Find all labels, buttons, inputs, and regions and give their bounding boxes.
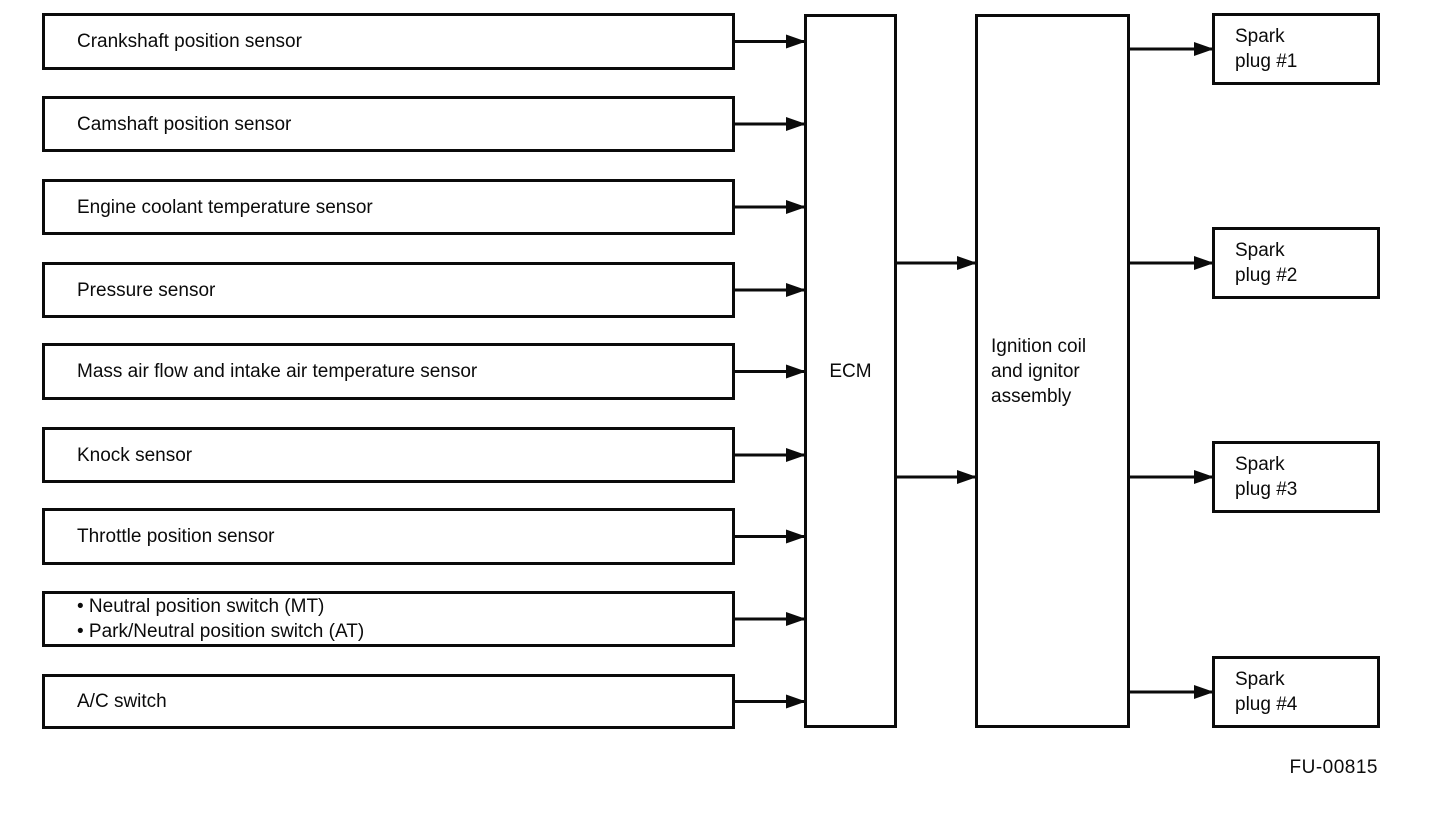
node-label: Spark plug #3	[1235, 454, 1298, 500]
node-spark-plug-3: Spark plug #3	[1212, 441, 1380, 513]
node-camshaft-position-sensor: Camshaft position sensor	[42, 96, 735, 152]
node-label: Spark plug #2	[1235, 240, 1298, 286]
node-label: A/C switch	[77, 691, 167, 712]
node-label: Camshaft position sensor	[77, 113, 292, 135]
node-label: Mass air flow and intake air temperature…	[77, 361, 478, 382]
node-label: Pressure sensor	[77, 279, 216, 301]
node-ecm: ECM	[804, 14, 897, 728]
node-label: Ignition coil and ignitor assembly	[991, 335, 1087, 407]
node-spark-plug-1: Spark plug #1	[1212, 13, 1380, 85]
node-crankshaft-position-sensor: Crankshaft position sensor	[42, 13, 735, 70]
node-label: Crankshaft position sensor	[77, 31, 302, 52]
node-spark-plug-4: Spark plug #4	[1212, 656, 1380, 728]
node-throttle-position-sensor: Throttle position sensor	[42, 508, 735, 565]
node-neutral-park-position-switch: • Neutral position switch (MT) • Park/Ne…	[42, 591, 735, 647]
node-ac-switch: A/C switch	[42, 674, 735, 729]
node-mass-air-flow-intake-air-temperature-sensor: Mass air flow and intake air temperature…	[42, 343, 735, 400]
node-spark-plug-2: Spark plug #2	[1212, 227, 1380, 299]
node-label: Engine coolant temperature sensor	[77, 196, 373, 218]
node-ignition-coil-ignitor-assembly: Ignition coil and ignitor assembly	[975, 14, 1130, 728]
node-label: Spark plug #4	[1235, 669, 1298, 715]
figure-code: FU-00815	[1289, 757, 1378, 778]
node-label: Throttle position sensor	[77, 526, 275, 547]
node-label: • Neutral position switch (MT) • Park/Ne…	[77, 596, 365, 642]
node-label: ECM	[829, 360, 872, 382]
node-knock-sensor: Knock sensor	[42, 427, 735, 483]
node-pressure-sensor: Pressure sensor	[42, 262, 735, 318]
node-engine-coolant-temperature-sensor: Engine coolant temperature sensor	[42, 179, 735, 235]
node-label: Knock sensor	[77, 444, 193, 466]
node-label: Spark plug #1	[1235, 26, 1298, 72]
